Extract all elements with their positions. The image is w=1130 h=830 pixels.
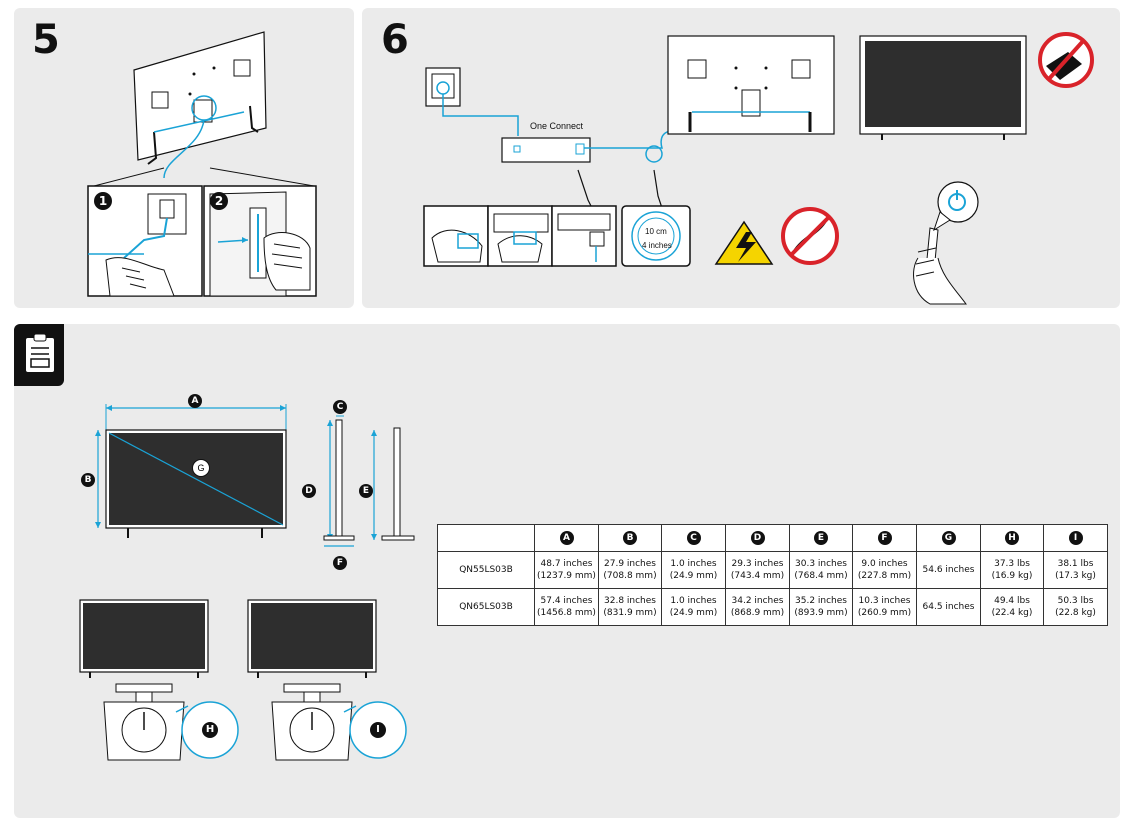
model-cell: QN65LS03B bbox=[437, 588, 535, 626]
model-cell: QN55LS03B bbox=[437, 551, 535, 589]
dim-c-badge: C bbox=[333, 400, 347, 414]
spec-cell: 57.4 inches(1456.8 mm) bbox=[534, 588, 599, 626]
spec-cell: 48.7 inches(1237.9 mm) bbox=[534, 551, 599, 589]
dim-f-badge: F bbox=[333, 556, 347, 570]
sub-step-2-badge: 2 bbox=[210, 192, 228, 210]
spec-cell: 1.0 inches(24.9 mm) bbox=[661, 588, 726, 626]
step6-illustration bbox=[423, 32, 1094, 305]
weight-h-badge: H bbox=[202, 722, 218, 738]
spec-cell: 30.3 inches(768.4 mm) bbox=[789, 551, 853, 589]
step6-number: 6 bbox=[381, 17, 409, 63]
table-row: QN65LS03B 57.4 inches(1456.8 mm) 32.8 in… bbox=[437, 588, 1108, 626]
tv-dimension-diagram bbox=[95, 404, 415, 547]
weight-i-badge: I bbox=[370, 722, 386, 738]
sub-step-1-badge: 1 bbox=[94, 192, 112, 210]
spec-cell: 35.2 inches(893.9 mm) bbox=[789, 588, 853, 626]
dim-b-badge: B bbox=[81, 473, 95, 487]
spec-cell: 10.3 inches(260.9 mm) bbox=[852, 588, 917, 626]
spec-cell: 1.0 inches(24.9 mm) bbox=[661, 551, 726, 589]
step5-illustration bbox=[87, 31, 317, 297]
one-connect-label: One Connect bbox=[530, 121, 584, 131]
spec-header-e: E bbox=[789, 524, 853, 552]
clipboard-spec-icon bbox=[14, 324, 64, 386]
spec-header-f: F bbox=[852, 524, 917, 552]
dim-d-badge: D bbox=[302, 484, 316, 498]
cable-slack-cm: 10 cm bbox=[645, 227, 667, 236]
spec-cell: 38.1 lbs(17.3 kg) bbox=[1043, 551, 1108, 589]
dim-a-badge: A bbox=[188, 394, 202, 408]
spec-cell: 29.3 inches(743.4 mm) bbox=[725, 551, 790, 589]
spec-header-b: B bbox=[598, 524, 662, 552]
spec-cell: 64.5 inches bbox=[916, 588, 981, 626]
dim-e-badge: E bbox=[359, 484, 373, 498]
spec-header-h: H bbox=[980, 524, 1044, 552]
spec-cell: 49.4 lbs(22.4 kg) bbox=[980, 588, 1044, 626]
spec-cell: 27.9 inches(708.8 mm) bbox=[598, 551, 662, 589]
table-row: QN55LS03B 48.7 inches(1237.9 mm) 27.9 in… bbox=[437, 551, 1108, 589]
tv-weight-diagram bbox=[79, 599, 407, 761]
spec-table: A B C D E F G H I QN55LS03B 48.7 inches(… bbox=[437, 524, 1108, 626]
spec-cell: 37.3 lbs(16.9 kg) bbox=[980, 551, 1044, 589]
spec-header-d: D bbox=[725, 524, 790, 552]
spec-table-header-row: A B C D E F G H I bbox=[437, 524, 1108, 552]
step5-number: 5 bbox=[32, 17, 60, 63]
power-button-icon-bar bbox=[956, 190, 958, 200]
spec-cell: 34.2 inches(868.9 mm) bbox=[725, 588, 790, 626]
dim-g-badge: G bbox=[192, 459, 210, 477]
spec-cell: 54.6 inches bbox=[916, 551, 981, 589]
spec-cell: 50.3 lbs(22.8 kg) bbox=[1043, 588, 1108, 626]
spec-header-model bbox=[437, 524, 535, 552]
spec-header-g: G bbox=[916, 524, 981, 552]
spec-header-a: A bbox=[534, 524, 599, 552]
spec-cell: 9.0 inches(227.8 mm) bbox=[852, 551, 917, 589]
cable-slack-inches: 4 inches bbox=[642, 241, 672, 250]
spec-header-i: I bbox=[1043, 524, 1108, 552]
spec-header-c: C bbox=[661, 524, 726, 552]
spec-cell: 32.8 inches(831.9 mm) bbox=[598, 588, 662, 626]
